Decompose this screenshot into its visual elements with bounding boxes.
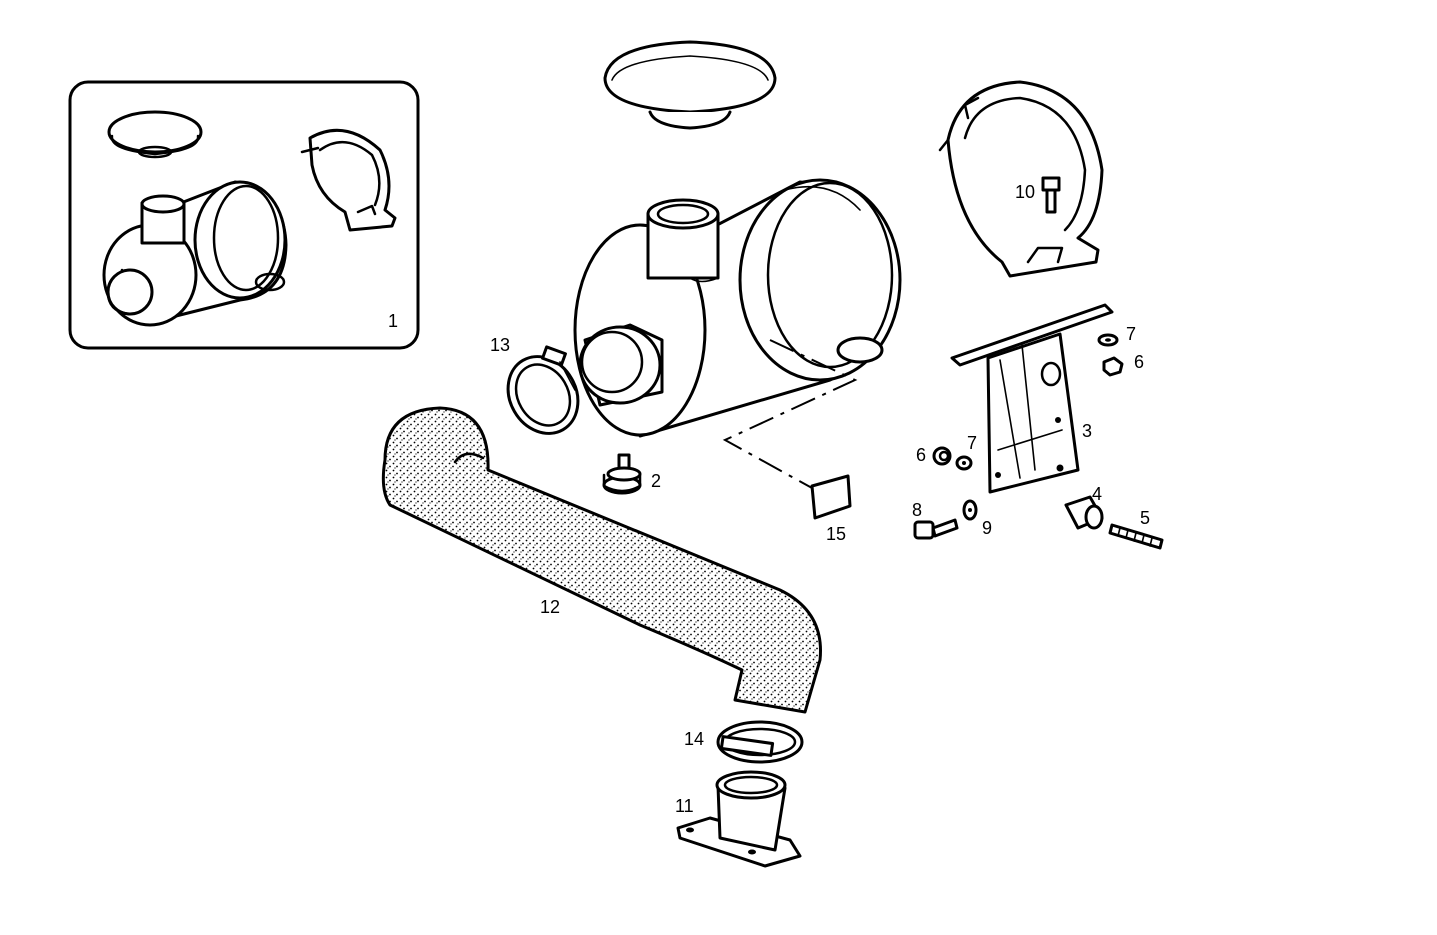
callout-7a: 7 — [1126, 324, 1136, 344]
clip-2 — [602, 453, 642, 495]
stud-5 — [1108, 523, 1164, 550]
callout-3: 3 — [1082, 421, 1092, 441]
inset-panel: 1 — [68, 80, 420, 350]
callout-9: 9 — [982, 518, 992, 538]
inset-strap-bracket — [300, 128, 397, 232]
air-filter-housing — [573, 178, 902, 438]
nut-6b — [932, 446, 952, 466]
intake-hose-12 — [381, 406, 822, 714]
callout-6a: 6 — [1134, 352, 1144, 372]
callout-5: 5 — [1140, 508, 1150, 528]
strap-bracket — [938, 80, 1104, 278]
callout-10: 10 — [1015, 182, 1035, 202]
callout-12: 12 — [540, 597, 560, 617]
callout-15: 15 — [826, 524, 846, 544]
callout-8: 8 — [912, 500, 922, 520]
guide-line — [722, 339, 858, 489]
washer-7a — [1097, 333, 1119, 347]
callout-11: 11 — [675, 796, 694, 816]
bolt-8 — [913, 518, 959, 540]
washer-7b — [955, 455, 973, 471]
cover-cap — [603, 40, 777, 130]
washer-9 — [962, 499, 978, 521]
flange-elbow-11 — [676, 770, 802, 868]
callout-14: 14 — [684, 729, 704, 749]
callout-7b: 7 — [967, 433, 977, 453]
callout-6b: 6 — [916, 445, 926, 465]
inset-cover-cap — [107, 110, 203, 159]
callout-2: 2 — [651, 471, 661, 491]
spacer-4 — [1064, 495, 1104, 530]
label-plate-15 — [810, 474, 852, 520]
callout-1: 1 — [388, 311, 398, 331]
callout-13: 13 — [490, 335, 510, 355]
mounting-bracket-3 — [950, 303, 1114, 494]
hose-clamp-13 — [506, 345, 580, 435]
callout-4: 4 — [1092, 484, 1102, 504]
inset-filter-housing — [102, 180, 288, 327]
bolt-10 — [1041, 176, 1061, 214]
nut-6a — [1102, 356, 1124, 377]
hose-clamp-14 — [716, 720, 804, 764]
